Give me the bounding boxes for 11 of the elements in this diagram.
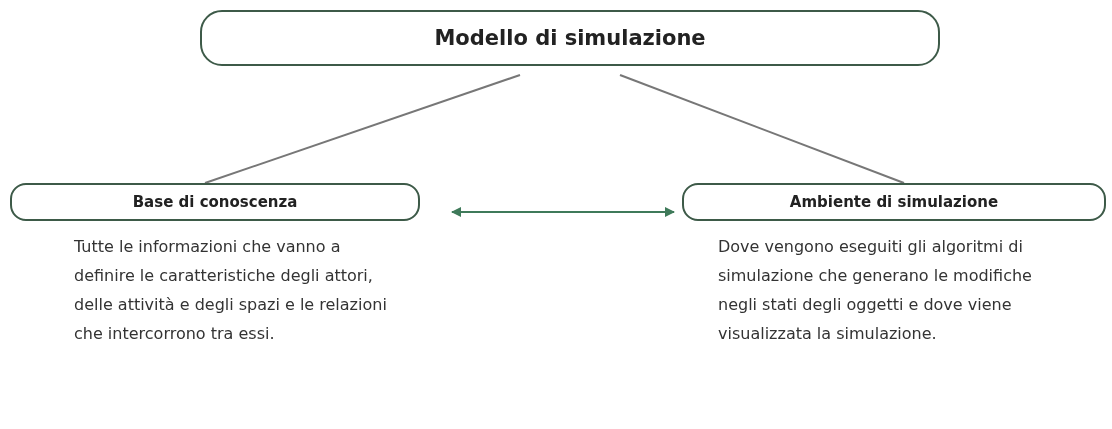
connector-line bbox=[619, 74, 905, 184]
node-title: Base di conoscenza bbox=[132, 193, 298, 211]
double-arrow bbox=[451, 207, 675, 217]
description-text: Dove vengono eseguiti gli algoritmi di simulazione che generano le modifiche negli stati degli oggetti e dove viene visualizzata la simulazione. bbox=[718, 236, 1033, 345]
rounded-box bbox=[682, 183, 1106, 221]
node-title: Ambiente di simulazione bbox=[789, 193, 999, 211]
rounded-box bbox=[200, 10, 940, 66]
node-title: Modello di simulazione bbox=[434, 26, 706, 50]
connector-line bbox=[204, 74, 521, 184]
rounded-box bbox=[10, 183, 420, 221]
description-text: Tutte le informazioni che vanno a definire le caratteristiche degli attori, delle attività e degli spazi e le relazioni che intercorrono tra essi. bbox=[74, 236, 388, 345]
